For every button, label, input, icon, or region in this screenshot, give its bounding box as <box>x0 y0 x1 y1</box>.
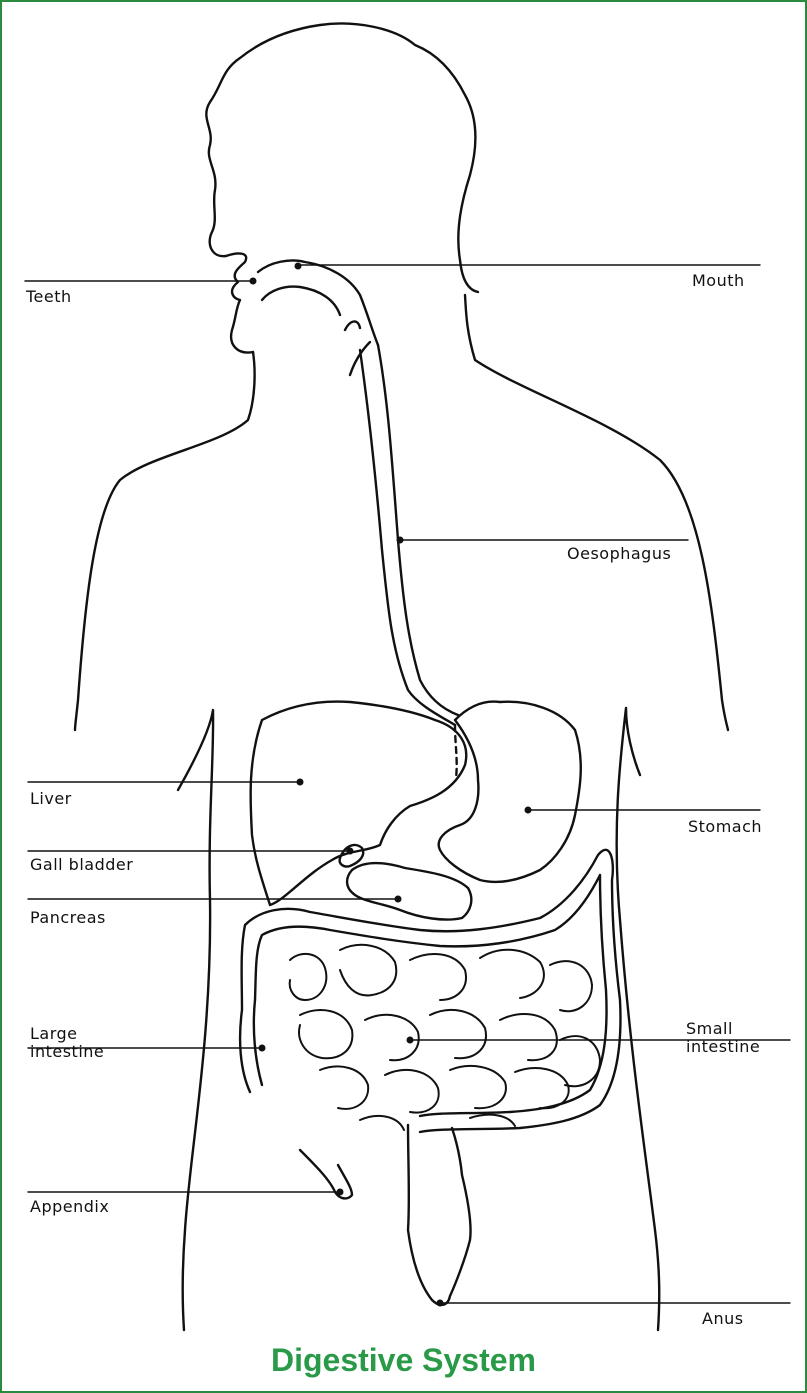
label-small-intestine: Small intestine <box>686 1020 796 1056</box>
neck-left <box>75 352 255 730</box>
label-stomach: Stomach <box>688 818 762 836</box>
label-mouth: Mouth <box>692 272 745 290</box>
diagram-caption: Digestive System <box>0 1342 807 1379</box>
neck-right <box>465 295 728 730</box>
oesophagus-tube <box>378 345 458 715</box>
label-teeth: Teeth <box>26 288 72 306</box>
mouth-cavity <box>258 260 378 345</box>
label-liver: Liver <box>30 790 72 808</box>
label-pancreas: Pancreas <box>30 909 106 927</box>
torso-left <box>178 710 213 1330</box>
label-anus: Anus <box>702 1310 744 1328</box>
head-outline <box>206 24 478 353</box>
label-large-intestine: Large intestine <box>30 1025 140 1061</box>
large-intestine-shape <box>240 850 620 1132</box>
label-oesophagus: Oesophagus <box>567 545 671 563</box>
label-appendix: Appendix <box>30 1198 109 1216</box>
stomach-shape <box>439 702 581 882</box>
label-gall-bladder: Gall bladder <box>30 856 133 874</box>
appendix-shape <box>300 1150 352 1198</box>
small-intestine-coils <box>290 945 600 1130</box>
rectum-shape <box>408 1125 471 1305</box>
pancreas-shape <box>347 863 471 920</box>
torso-right <box>617 708 660 1330</box>
